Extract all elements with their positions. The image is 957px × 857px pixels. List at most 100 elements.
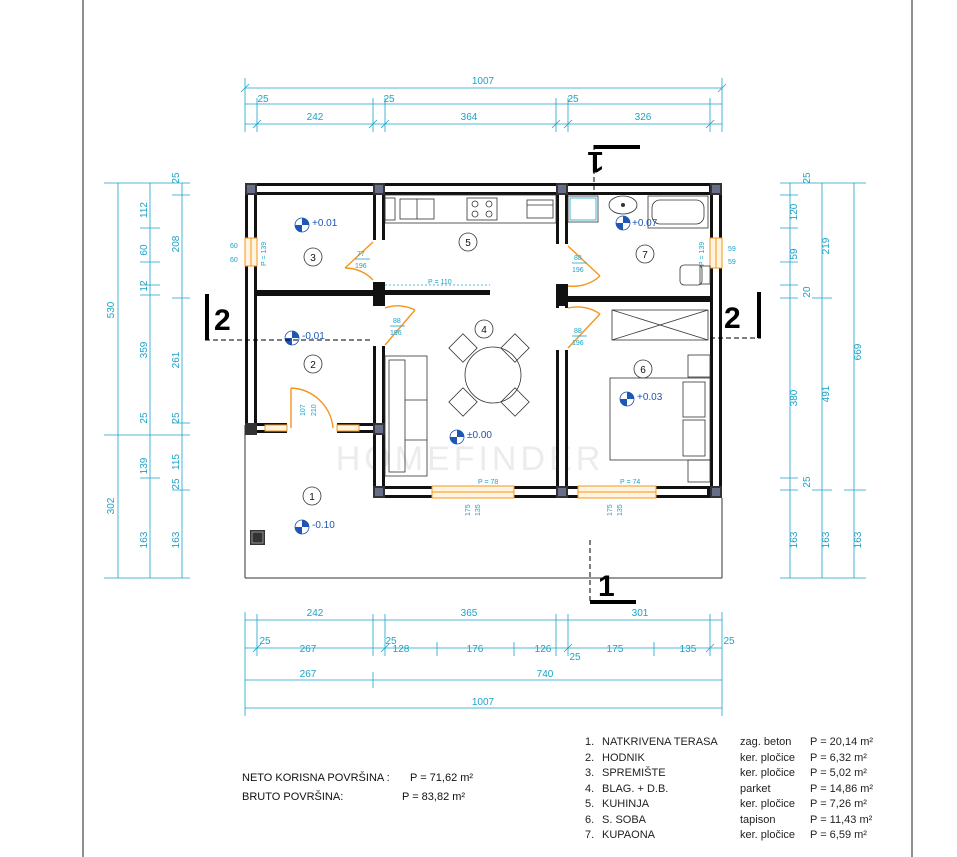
legend-number: 3. (585, 767, 595, 779)
dim-right-219: 219 (821, 237, 832, 254)
dim-right-in-20: 20 (802, 286, 813, 298)
opening-p78: P = 78 (478, 479, 498, 486)
opening-p74: P = 74 (620, 479, 640, 486)
window7-b: 59 (728, 259, 736, 266)
door7-width: 88 (574, 255, 582, 262)
door4-height: 196 (390, 330, 402, 337)
right-dimension-lines (780, 182, 866, 579)
sill4-a: 175 (465, 504, 472, 516)
sofa (384, 355, 428, 477)
legend-floor: zag. beton (740, 736, 792, 748)
opening-p110: P = 110 (428, 279, 452, 286)
dim-right-in-59: 59 (789, 248, 800, 260)
legend-room-name: NATKRIVENA TERASA (602, 736, 718, 748)
level-marker-icon (619, 391, 635, 407)
dim-right-in-380: 380 (789, 389, 800, 406)
level-marker-icon (449, 429, 465, 445)
dim-left-in-208: 208 (171, 235, 182, 252)
dim-bottom-seg-3: 301 (632, 608, 649, 619)
level-room-1: -0.10 (312, 520, 335, 531)
level-room-3: +0.01 (312, 218, 338, 229)
net-area-label: NETO KORISNA POVRŠINA : (242, 772, 390, 784)
dim-left-302: 302 (106, 497, 117, 514)
bed (609, 354, 711, 483)
dim-bottom-seg-1: 242 (307, 608, 324, 619)
dim-left-12: 12 (139, 280, 150, 292)
window7-p: P = 139 (699, 242, 706, 266)
dim-left-in-163: 163 (171, 531, 182, 548)
dim-left-163: 163 (139, 531, 150, 548)
legend-area: P = 14,86 m² (810, 782, 874, 795)
window3-p: P = 139 (261, 242, 268, 266)
dim-bottom-w-3: 25 (569, 652, 581, 663)
dim-left-139: 139 (139, 457, 150, 474)
dim-right-163: 163 (821, 531, 832, 548)
window3-b: 60 (230, 257, 238, 264)
dim-bottom-w-1: 25 (259, 636, 271, 647)
room-number-1: 1 (309, 492, 315, 503)
dim-bottom-176: 176 (467, 644, 484, 655)
dim-top-wall-c: 25 (567, 94, 579, 105)
gross-area-label: BRUTO POVRŠINA: (242, 791, 344, 803)
dim-right-outer-163: 163 (853, 531, 864, 548)
legend-area: P = 6,59 m² (810, 829, 867, 841)
room-number-3: 3 (310, 253, 316, 264)
legend-room-name: S. SOBA (602, 813, 647, 826)
legend-floor: ker. pločice (740, 829, 796, 841)
legend-area: P = 20,14 m² (810, 736, 874, 748)
legend-area: P = 11,43 m² (810, 813, 873, 826)
dim-left-in-261: 261 (171, 351, 182, 368)
dim-left-359: 359 (139, 341, 150, 358)
dim-bottom-126: 126 (535, 644, 552, 655)
dim-bottom-total: 1007 (472, 697, 495, 708)
door6-width: 88 (574, 328, 582, 335)
room-number-6: 6 (640, 365, 646, 376)
room-number-4: 4 (481, 325, 487, 336)
dim-bottom-740: 740 (537, 669, 554, 680)
dim-left-in-25b: 25 (171, 412, 182, 424)
dim-right-in-25b: 25 (802, 476, 813, 488)
legend-floor: parket (740, 782, 771, 795)
dim-top-total: 1007 (472, 76, 495, 87)
legend-number: 6. (585, 813, 595, 826)
room-number-5: 5 (465, 238, 471, 249)
dim-bottom-267a: 267 (300, 644, 317, 655)
level-marker-icon (284, 330, 300, 346)
dim-right-669: 669 (853, 343, 864, 360)
dim-right-491: 491 (821, 385, 832, 402)
legend-number: 4. (585, 782, 595, 795)
door7-height: 196 (572, 267, 584, 274)
dim-bottom-267b: 267 (300, 669, 317, 680)
terrace-column (250, 530, 265, 545)
dim-left-in-25c: 25 (171, 478, 182, 490)
legend-number: 2. (585, 751, 595, 764)
section-marks: 2 2 1 1 (205, 145, 761, 604)
legend-area: P = 5,02 m² (810, 767, 867, 779)
dim-bottom-135: 135 (680, 644, 697, 655)
dim-bottom-seg-2: 365 (461, 608, 478, 619)
dim-top-wall-b: 25 (383, 94, 395, 105)
level-marker-icon (294, 217, 310, 233)
dim-bottom-175: 175 (607, 644, 624, 655)
wardrobe (611, 309, 709, 341)
room-labels: 3 2 5 4 7 6 1 (302, 232, 655, 506)
dim-right-in-120: 120 (789, 203, 800, 220)
legend-room-name: HODNIK (602, 751, 645, 764)
legend-floor: ker. pločice (740, 751, 796, 764)
door6-height: 196 (572, 340, 584, 347)
level-room-4: ±0.00 (467, 430, 492, 441)
level-markers: +0.01 -0.01 ±0.00 +0.07 +0.03 -0.10 (284, 215, 663, 535)
top-dimension-lines (240, 78, 727, 132)
legend-room-name: SPREMIŠTE (602, 767, 666, 779)
legend-floor: tapison (740, 813, 776, 826)
level-marker-icon (615, 215, 631, 231)
door2-height: 210 (311, 404, 318, 416)
sill4-b: 135 (475, 504, 482, 516)
dim-bottom-w-2: 25 (385, 636, 397, 647)
window7-a: 59 (728, 246, 736, 253)
sill6-a: 175 (607, 504, 614, 516)
kitchen-counter (384, 194, 557, 224)
door3-height: 196 (355, 263, 367, 270)
legend-number: 1. (585, 736, 595, 748)
